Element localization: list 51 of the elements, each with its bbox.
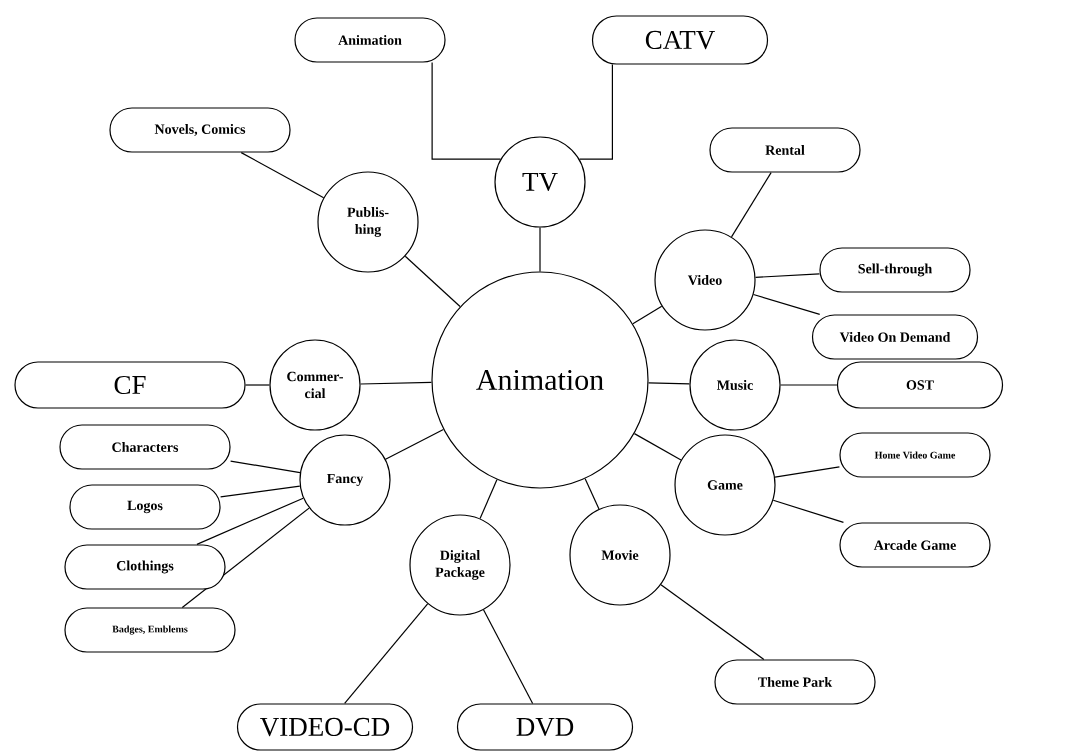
connector-line [479, 479, 498, 520]
circle-node: Movie [569, 504, 671, 606]
circle-node: Game [674, 434, 776, 536]
circle-node: Animation [431, 271, 649, 489]
rounded-box: Video On Demand [811, 314, 979, 360]
rounded-box: Animation [294, 17, 446, 63]
rounded-box: CATV [591, 15, 769, 65]
connector-line [780, 384, 838, 386]
rounded-box: Novels, Comics [109, 107, 291, 153]
connector-line [240, 152, 325, 199]
circle-node: Music [689, 339, 781, 431]
connector-line [245, 384, 270, 386]
rounded-box: Rental [709, 127, 861, 173]
connector-line [539, 227, 541, 272]
connector-line [632, 305, 663, 325]
connector-line [774, 466, 840, 478]
circle-node: Commer- cial [269, 339, 361, 431]
circle-node: Publis- hing [317, 171, 419, 273]
rounded-box: OST [836, 361, 1004, 409]
rounded-box: Home Video Game [839, 432, 991, 478]
connector-line [647, 382, 691, 385]
rounded-box: Clothings [64, 544, 226, 590]
connector-line [754, 273, 820, 278]
connector-line [384, 428, 444, 460]
circle-node: Fancy [299, 434, 391, 526]
connector-line [344, 603, 429, 704]
rounded-box: Logos [69, 484, 221, 530]
connector-line [578, 64, 613, 160]
connector-line [752, 293, 821, 315]
connector-line [730, 172, 772, 238]
rounded-box: Theme Park [714, 659, 876, 705]
rounded-box: Sell-through [819, 247, 971, 293]
circle-node: Digital Package [409, 514, 511, 616]
connector-line [404, 255, 461, 308]
circle-node: Video [654, 229, 756, 331]
connector-line [772, 499, 845, 523]
rounded-box: CF [14, 361, 246, 409]
connector-line [220, 485, 301, 498]
connector-line [660, 584, 765, 660]
rounded-box: Badges, Emblems [64, 607, 236, 653]
connector-line [431, 62, 502, 160]
circle-node: TV [494, 136, 586, 228]
rounded-box: VIDEO-CD [236, 703, 414, 751]
connector-line [633, 433, 682, 461]
connector-line [482, 609, 534, 704]
rounded-box: DVD [456, 703, 634, 751]
connector-line [230, 460, 301, 474]
connector-line [584, 478, 600, 510]
rounded-box: Characters [59, 424, 231, 470]
connector-line [360, 381, 433, 385]
rounded-box: Arcade Game [839, 522, 991, 568]
